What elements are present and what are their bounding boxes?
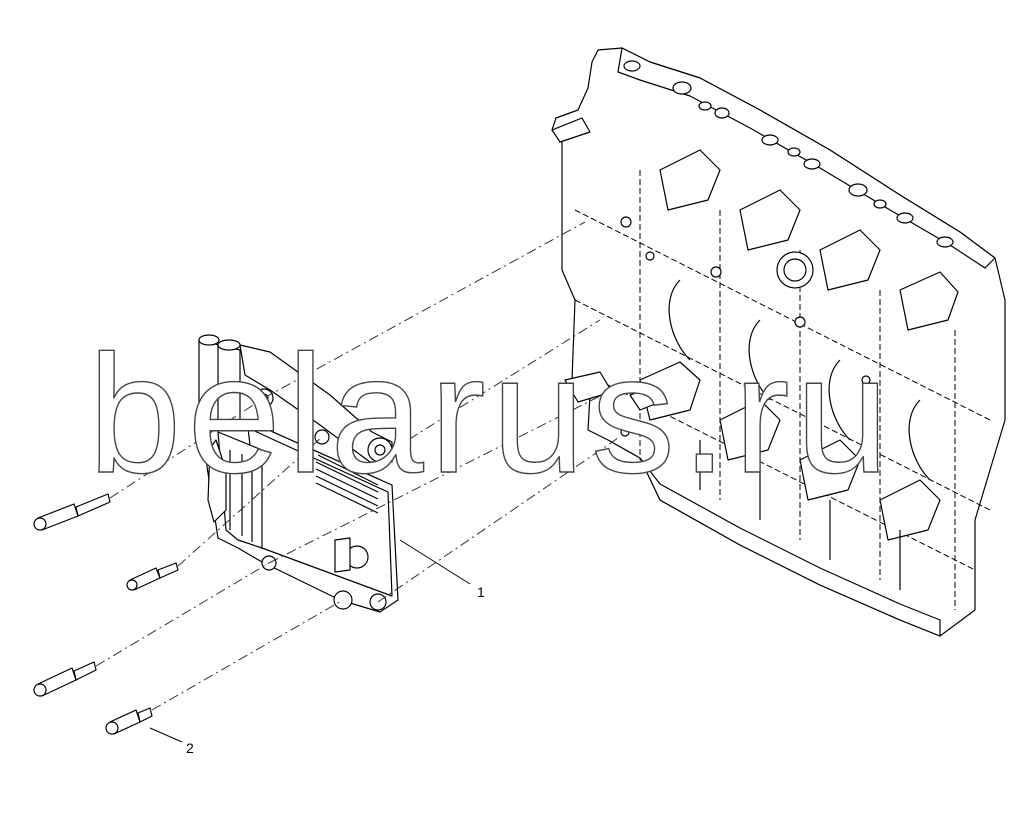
ecu-module: [198, 334, 399, 613]
bolt-2: [126, 562, 179, 591]
bolt-3: [33, 661, 97, 697]
callout-1: 1: [477, 584, 485, 600]
callout-2: 2: [186, 740, 194, 756]
bolt-1: [33, 493, 111, 531]
assembly-lines: [95, 221, 619, 711]
callout-leaders: [149, 539, 471, 743]
engine-block: [551, 47, 1006, 637]
bolt-4: [105, 707, 153, 735]
